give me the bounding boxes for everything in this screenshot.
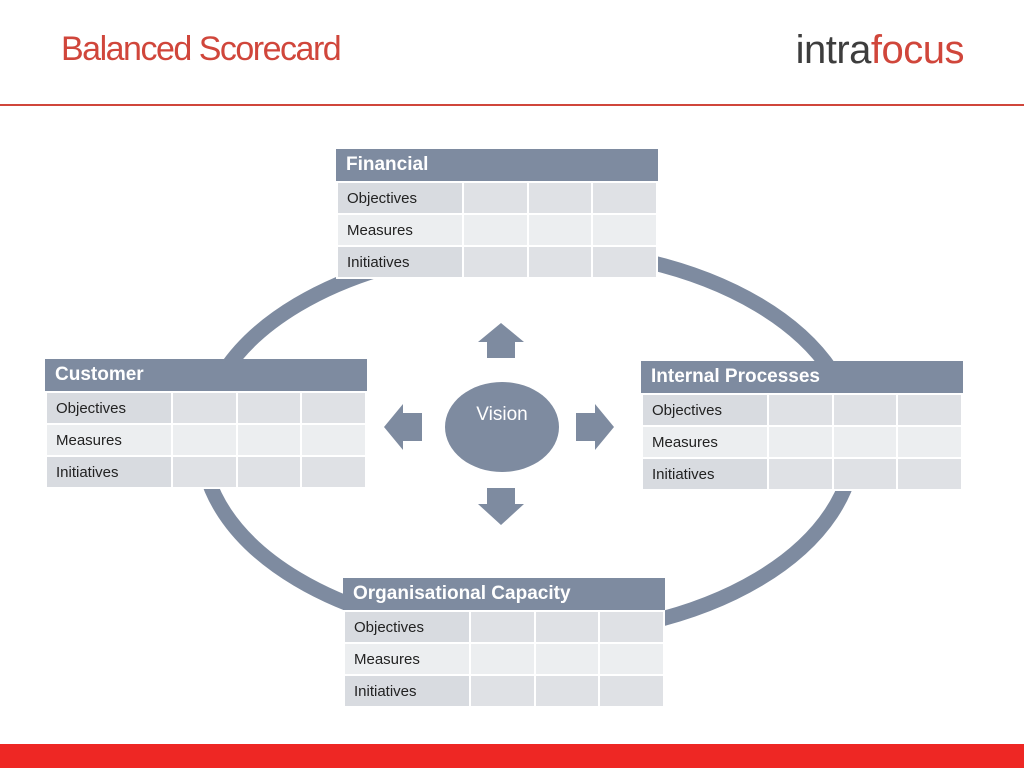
table-cell [600, 644, 663, 674]
internal-processes-header: Internal Processes [641, 361, 963, 393]
header-divider [0, 104, 1024, 106]
table-cell [471, 676, 534, 706]
customer-table: Objectives Measures Initiatives [45, 391, 367, 489]
table-cell [593, 183, 656, 213]
table-cell [464, 183, 527, 213]
table-cell [528, 215, 592, 245]
table-row: Initiatives [338, 247, 656, 277]
table-row: Measures [47, 425, 365, 455]
table-row: Measures [338, 215, 656, 245]
table-cell [528, 183, 592, 213]
table-cell [471, 612, 534, 642]
table-cell [769, 427, 832, 457]
intrafocus-logo: intrafocus [795, 28, 965, 73]
table-cell [173, 425, 236, 455]
page-title: Balanced Scorecard [61, 30, 342, 68]
table-cell [898, 427, 961, 457]
vision-label: Vision [476, 404, 528, 425]
organisational-capacity-table: Objectives Measures Initiatives [343, 610, 665, 708]
table-cell [302, 393, 365, 423]
table-cell [302, 457, 365, 487]
table-cell [535, 676, 599, 706]
table-cell [833, 459, 897, 489]
table-cell [593, 215, 656, 245]
row-label: Objectives [47, 393, 171, 423]
table-cell [464, 215, 527, 245]
table-cell [833, 395, 897, 425]
table-row: Objectives [345, 612, 663, 642]
arrow-down-icon [478, 488, 524, 525]
table-cell [528, 247, 592, 277]
table-cell [535, 644, 599, 674]
organisational-capacity-header: Organisational Capacity [343, 578, 665, 610]
row-label: Measures [338, 215, 462, 245]
table-row: Objectives [47, 393, 365, 423]
internal-processes-table: Objectives Measures Initiatives [641, 393, 963, 491]
table-cell [173, 393, 236, 423]
table-cell [535, 612, 599, 642]
row-label: Initiatives [345, 676, 469, 706]
financial-table: Objectives Measures Initiatives [336, 181, 658, 279]
table-cell [471, 644, 534, 674]
customer-box: Customer Objectives Measures Initiatives [45, 359, 367, 489]
table-row: Initiatives [345, 676, 663, 706]
table-cell [769, 395, 832, 425]
row-label: Measures [345, 644, 469, 674]
row-label: Objectives [345, 612, 469, 642]
table-cell [898, 459, 961, 489]
table-cell [600, 676, 663, 706]
table-cell [769, 459, 832, 489]
table-cell [237, 393, 301, 423]
logo-text-intra: intra [795, 28, 872, 72]
table-row: Objectives [338, 183, 656, 213]
logo-text-focus: focus [870, 28, 965, 72]
table-row: Initiatives [643, 459, 961, 489]
bottom-bar [0, 744, 1024, 768]
table-cell [237, 425, 301, 455]
row-label: Initiatives [47, 457, 171, 487]
table-row: Objectives [643, 395, 961, 425]
table-cell [237, 457, 301, 487]
row-label: Initiatives [338, 247, 462, 277]
row-label: Measures [47, 425, 171, 455]
organisational-capacity-box: Organisational Capacity Objectives Measu… [343, 578, 665, 708]
arrow-up-icon [478, 323, 524, 358]
financial-header: Financial [336, 149, 658, 181]
table-row: Initiatives [47, 457, 365, 487]
table-row: Measures [345, 644, 663, 674]
vision-ellipse [445, 382, 559, 472]
internal-processes-box: Internal Processes Objectives Measures I… [641, 361, 963, 491]
row-label: Measures [643, 427, 767, 457]
table-cell [833, 427, 897, 457]
row-label: Objectives [643, 395, 767, 425]
row-label: Objectives [338, 183, 462, 213]
customer-header: Customer [45, 359, 367, 391]
arrow-right-icon [576, 404, 614, 450]
table-cell [898, 395, 961, 425]
financial-box: Financial Objectives Measures Initiative… [336, 149, 658, 279]
table-row: Measures [643, 427, 961, 457]
table-cell [600, 612, 663, 642]
table-cell [173, 457, 236, 487]
arrow-left-icon [384, 404, 422, 450]
table-cell [302, 425, 365, 455]
table-cell [464, 247, 527, 277]
table-cell [593, 247, 656, 277]
row-label: Initiatives [643, 459, 767, 489]
